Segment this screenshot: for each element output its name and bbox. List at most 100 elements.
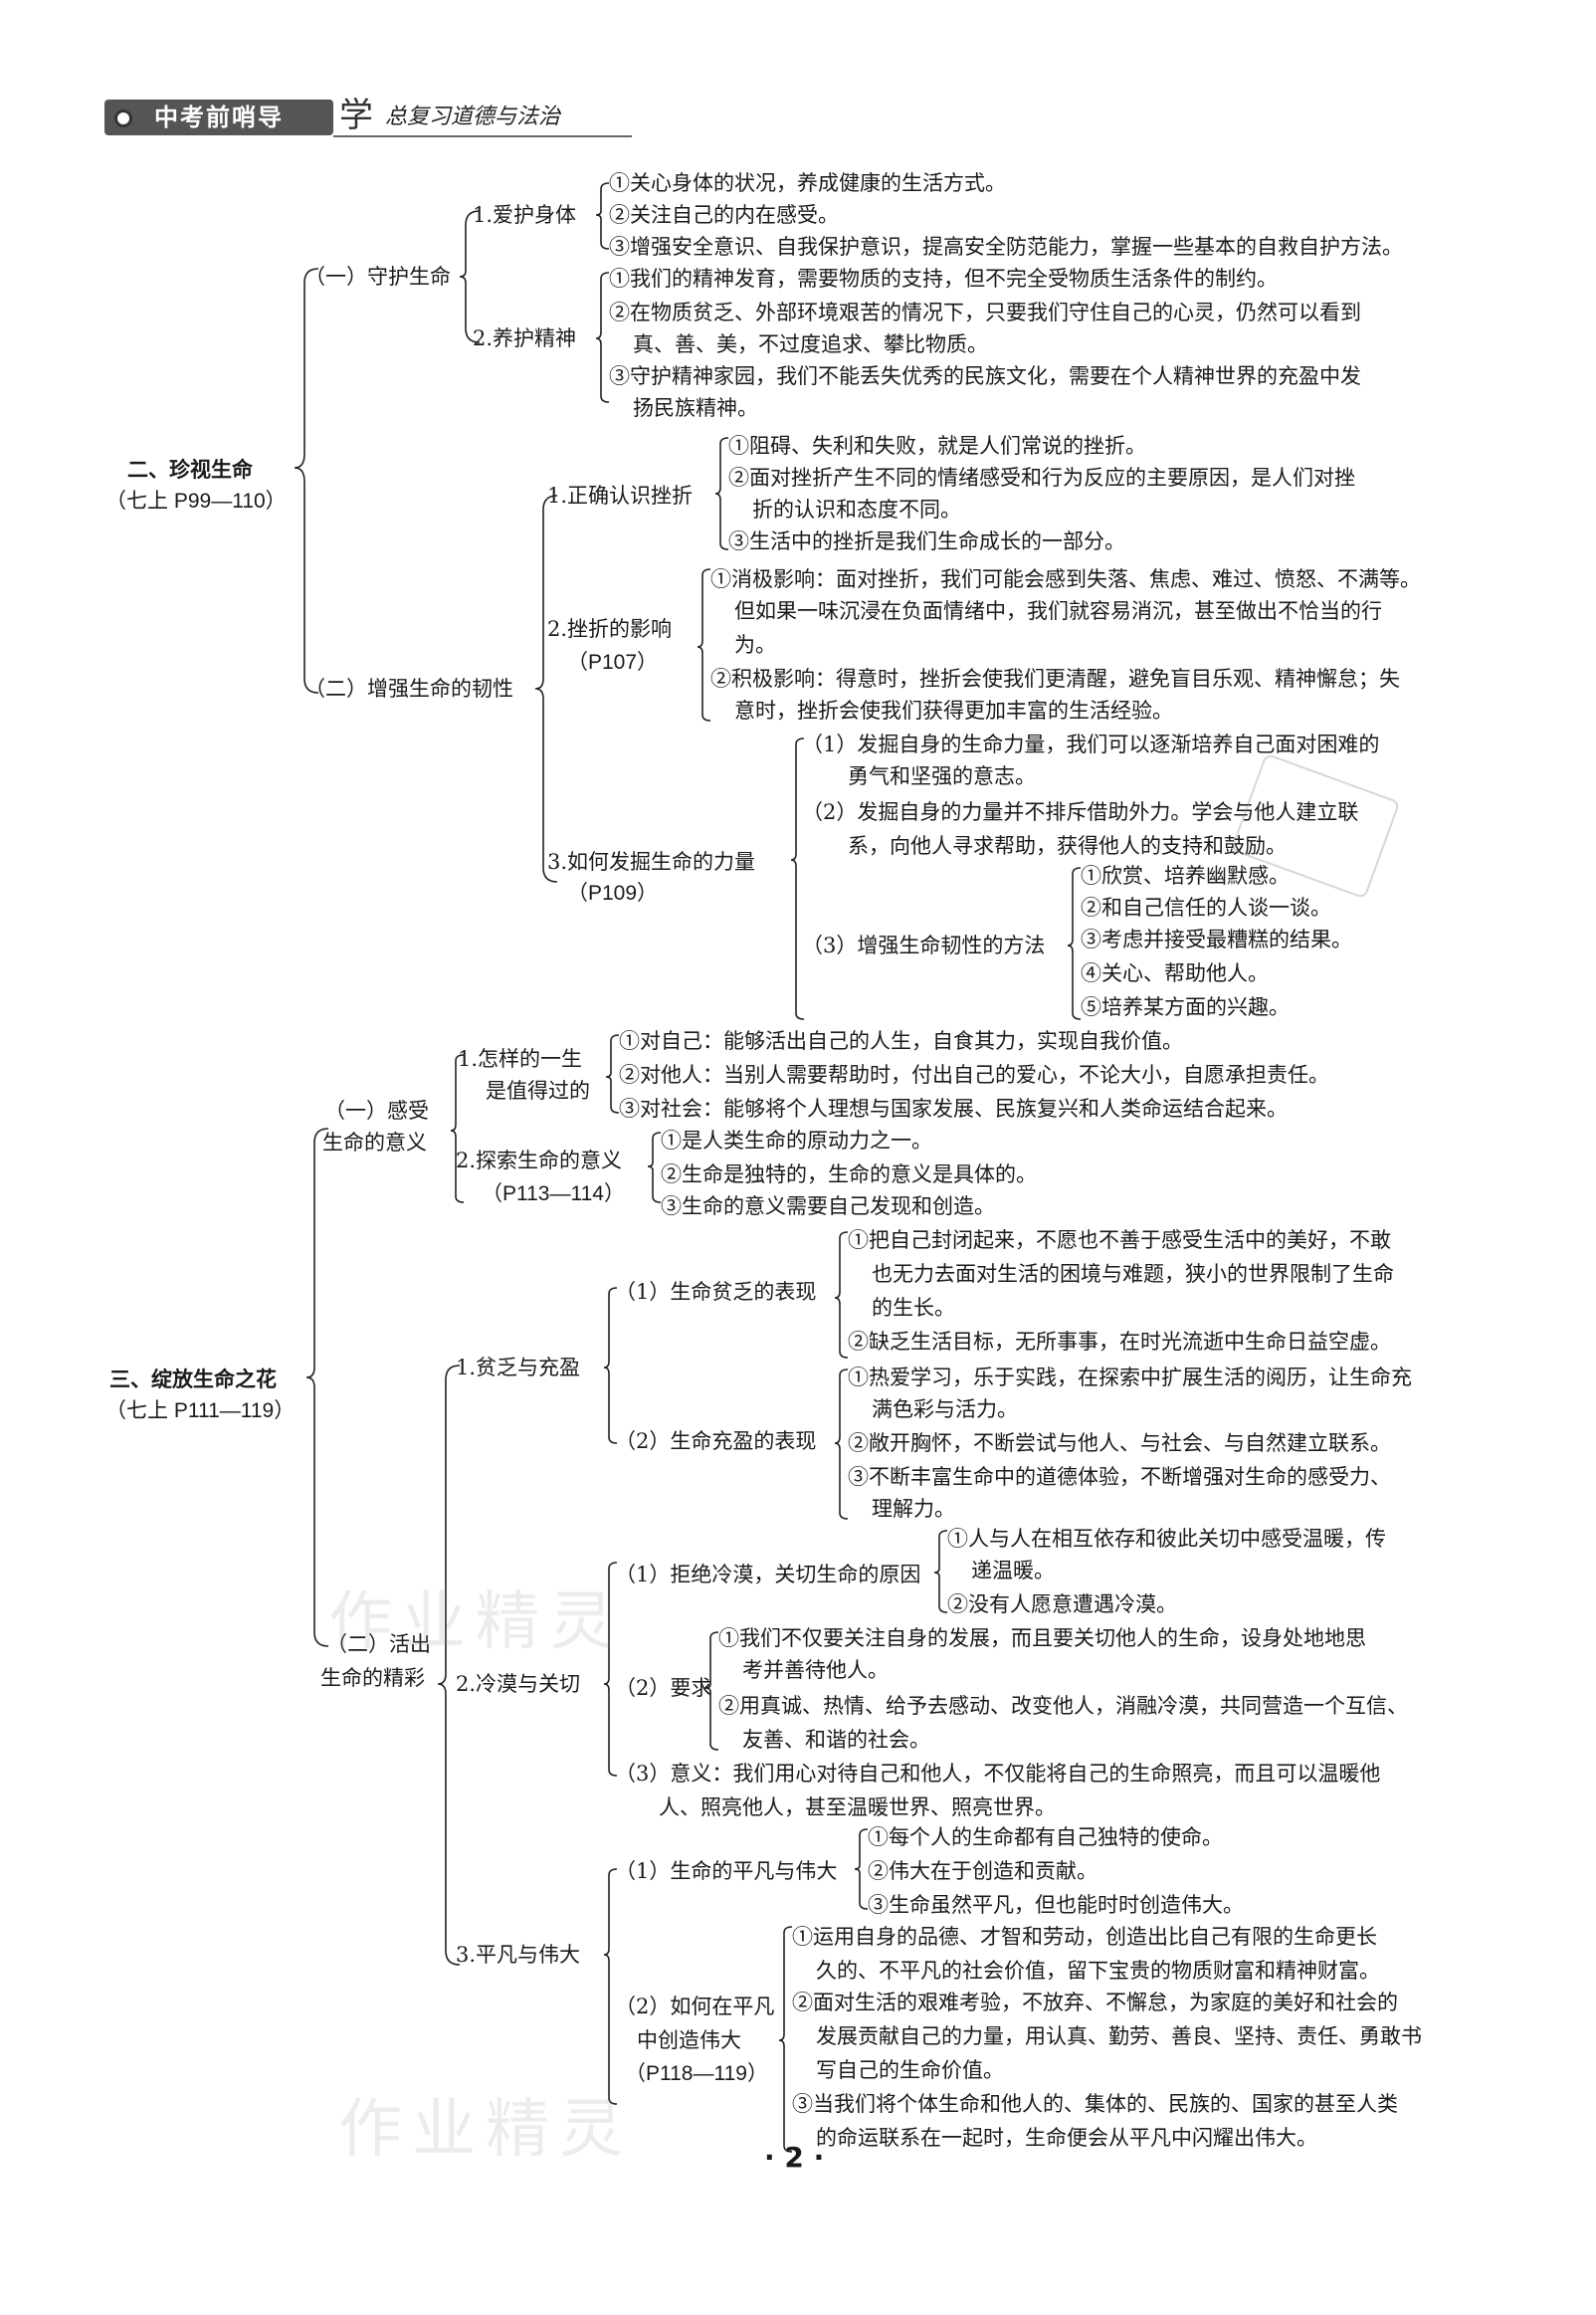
section2-title: 二、珍视生命 <box>127 458 253 482</box>
list-item: 递温暖。 <box>971 1559 1055 1582</box>
list-item: ①把自己封闭起来，不愿也不善于感受生活中的美好，不敢 <box>848 1228 1391 1252</box>
watermark: 作业精灵 <box>338 2093 633 2167</box>
list-item: ①运用自身的品德、才智和劳动，创造出比自己有限的生命更长 <box>792 1925 1377 1949</box>
s2-p1b-label: 2.养护精神 <box>473 326 577 350</box>
list-item: 的命运联系在一起时，生命便会从平凡中闪耀出伟大。 <box>816 2126 1317 2150</box>
list-item: （2）发掘自身的力量并不排斥借助外力。学会与他人建立联 <box>802 800 1359 824</box>
list-item: ②没有人愿意遭遇冷漠。 <box>947 1592 1177 1616</box>
s3-p2b-m3: （3）意义：我们用心对待自己和他人，不仅能将自己的生命照亮，而且可以温暖他 <box>615 1762 1381 1786</box>
list-item: ②在物质贫乏、外部环境艰苦的情况下，只要我们守住自己的心灵，仍然可以看到 <box>609 301 1361 324</box>
list-item: ⑤培养某方面的兴趣。 <box>1081 995 1290 1019</box>
bracket-s2-p1b <box>595 272 610 403</box>
bracket-s3-p2a <box>603 1287 618 1444</box>
page-header: 中考前哨导 学 总复习道德与法治 <box>104 96 632 139</box>
list-item: ②对他人：当别人需要帮助时，付出自己的爱心，不论大小，自愿承担责任。 <box>619 1063 1329 1087</box>
list-item: 折的认识和态度不同。 <box>752 498 961 522</box>
list-item: ③考虑并接受最糟糕的结果。 <box>1081 928 1352 951</box>
s2-p2a-label: 1.正确认识挫折 <box>547 484 694 508</box>
s3-p2c-label: 3.平凡与伟大 <box>456 1943 581 1967</box>
bracket-s2-p2c <box>790 737 805 1020</box>
list-item: 友善、和谐的社会。 <box>742 1728 930 1752</box>
s3-p2a-m1-label: （1）生命贫乏的表现 <box>615 1280 817 1304</box>
bracket-s2-p1a <box>595 182 610 250</box>
list-item: ③生命的意义需要自己发现和创造。 <box>661 1194 995 1218</box>
bracket-s3-p2a1 <box>834 1231 849 1359</box>
section2-ref: （七上 P99—110） <box>105 490 287 513</box>
s2-p2c-label: 3.如何发掘生命的力量 <box>547 850 756 874</box>
list-item: ①关心身体的状况，养成健康的生活方式。 <box>609 171 1006 195</box>
list-item: ②敞开胸怀，不断尝试与他人、与社会、与自然建立联系。 <box>848 1431 1391 1455</box>
list-item: ③对社会：能够将个人理想与国家发展、民族复兴和人类命运结合起来。 <box>619 1097 1288 1121</box>
s2-part1-label: （一）守护生命 <box>304 265 451 289</box>
s3-p1b-ref: （P113—114） <box>482 1182 625 1205</box>
s3-p1a-label-2: 是值得过的 <box>486 1079 590 1103</box>
bracket-s3-p2c1 <box>854 1828 869 1910</box>
list-item: 的生长。 <box>872 1296 955 1320</box>
s3-part2-label: （二）活出 <box>326 1632 431 1656</box>
s3-p2b-m1-label: （1）拒绝冷漠，关切生命的原因 <box>615 1563 921 1586</box>
list-item: ①阻碍、失利和失败，就是人们常说的挫折。 <box>728 434 1146 458</box>
bracket-s2-p1 <box>459 210 481 343</box>
bracket-s3 <box>305 1128 329 1647</box>
brand-banner: 中考前哨导 <box>104 100 333 135</box>
header-rule <box>333 135 632 137</box>
list-item: ②积极影响：得意时，挫折会使我们更清醒，避免盲目乐观、精神懈怠；失 <box>710 667 1400 691</box>
list-item: 考并善待他人。 <box>742 1658 889 1682</box>
list-item: ②面对挫折产生不同的情绪感受和行为反应的主要原因，是人们对挫 <box>728 466 1355 490</box>
bracket-s3-p1a <box>605 1034 620 1114</box>
bullet-icon <box>114 109 132 127</box>
section3-title: 三、绽放生命之花 <box>109 1368 277 1391</box>
section3-ref: （七上 P111—119） <box>105 1399 296 1422</box>
list-item: ①我们不仅要关注自身的发展，而且要关切他人的生命，设身处地地思 <box>718 1626 1366 1650</box>
bracket-s3-p2 <box>437 1365 461 1966</box>
list-item: ②伟大在于创造和贡献。 <box>868 1859 1097 1883</box>
list-item: 写自己的生命价值。 <box>816 2058 1004 2082</box>
list-item: ①欣赏、培养幽默感。 <box>1081 864 1290 888</box>
list-item: 为。 <box>734 633 776 657</box>
list-item: 满色彩与活力。 <box>872 1397 1018 1421</box>
subject-title: 总复习道德与法治 <box>385 105 561 129</box>
list-item: 真、善、美，不过度追求、攀比物质。 <box>633 332 988 356</box>
list-item: 扬民族精神。 <box>633 396 758 420</box>
s2-p2b-ref: （P107） <box>567 651 659 674</box>
list-item: ③生命虽然平凡，但也能时时创造伟大。 <box>868 1893 1244 1917</box>
list-item: ①热爱学习，乐于实践，在探索中扩展生活的阅历，让生命充 <box>848 1366 1412 1389</box>
s3-part2-label-2: 生命的精彩 <box>320 1666 425 1690</box>
list-item: ①人与人在相互依存和彼此关切中感受温暖，传 <box>947 1527 1386 1551</box>
list-item: 但如果一味沉浸在负面情绪中，我们就容易消沉，甚至做出不恰当的行 <box>734 599 1382 623</box>
list-item: ③不断丰富生命中的道德体验，不断增强对生命的感受力、 <box>848 1465 1391 1489</box>
bracket-s3-p2a2 <box>834 1368 849 1520</box>
bracket-s3-p2b2 <box>704 1631 719 1751</box>
list-item: ③当我们将个体生命和他人的、集体的、民族的、国家的甚至人类 <box>792 2092 1398 2116</box>
bracket-s3-p2b1 <box>933 1530 948 1613</box>
brand-name: 中考前哨导 <box>154 104 284 131</box>
s2-p2c-method-label: （3）增强生命韧性的方法 <box>802 934 1046 957</box>
s3-p2c-m2-label: （2）如何在平凡 <box>615 1995 775 2018</box>
list-item: （1）发掘自身的生命力量，我们可以逐渐培养自己面对困难的 <box>802 733 1380 756</box>
s3-p2a-m2-label: （2）生命充盈的表现 <box>615 1429 817 1453</box>
list-item: 理解力。 <box>872 1497 955 1521</box>
s3-p2c-m1-label: （1）生命的平凡与伟大 <box>615 1859 838 1883</box>
list-item: ①对自己：能够活出自己的人生，自食其力，实现自我价值。 <box>619 1029 1183 1053</box>
s3-p2b-m2-label: （2）要求 <box>615 1676 712 1700</box>
s3-p2a-label: 1.贫乏与充盈 <box>456 1356 581 1379</box>
list-item: 意时，挫折会使我们获得更加丰富的生活经验。 <box>734 699 1173 723</box>
s3-p1b-label: 2.探索生命的意义 <box>456 1149 623 1172</box>
list-item: ②关注自己的内在感受。 <box>609 203 839 227</box>
s3-p2b-label: 2.冷漠与关切 <box>456 1672 581 1696</box>
bracket-s3-p2b <box>603 1562 618 1777</box>
bracket-s2 <box>294 268 319 694</box>
s3-p1a-label: 1.怎样的一生 <box>458 1047 583 1071</box>
list-item: ①消极影响：面对挫折，我们可能会感到失落、焦虑、难过、愤怒、不满等。 <box>710 567 1421 591</box>
bracket-s3-p1b <box>647 1132 662 1203</box>
list-item: ①是人类生命的原动力之一。 <box>661 1129 932 1153</box>
bracket-s2-p2a <box>714 437 729 550</box>
list-item: ④关心、帮助他人。 <box>1081 961 1269 985</box>
bracket-s3-p1 <box>450 1054 465 1203</box>
list-item: 勇气和坚强的意志。 <box>848 764 1036 788</box>
list-item: ③增强安全意识、自我保护意识，提高安全防范能力，掌握一些基本的自救自护方法。 <box>609 235 1403 259</box>
bracket-s3-p2c2 <box>778 1926 793 2153</box>
s2-p1a-label: 1.爱护身体 <box>473 203 577 227</box>
list-item: ①我们的精神发育，需要物质的支持，但不完全受物质生活条件的制约。 <box>609 267 1278 291</box>
